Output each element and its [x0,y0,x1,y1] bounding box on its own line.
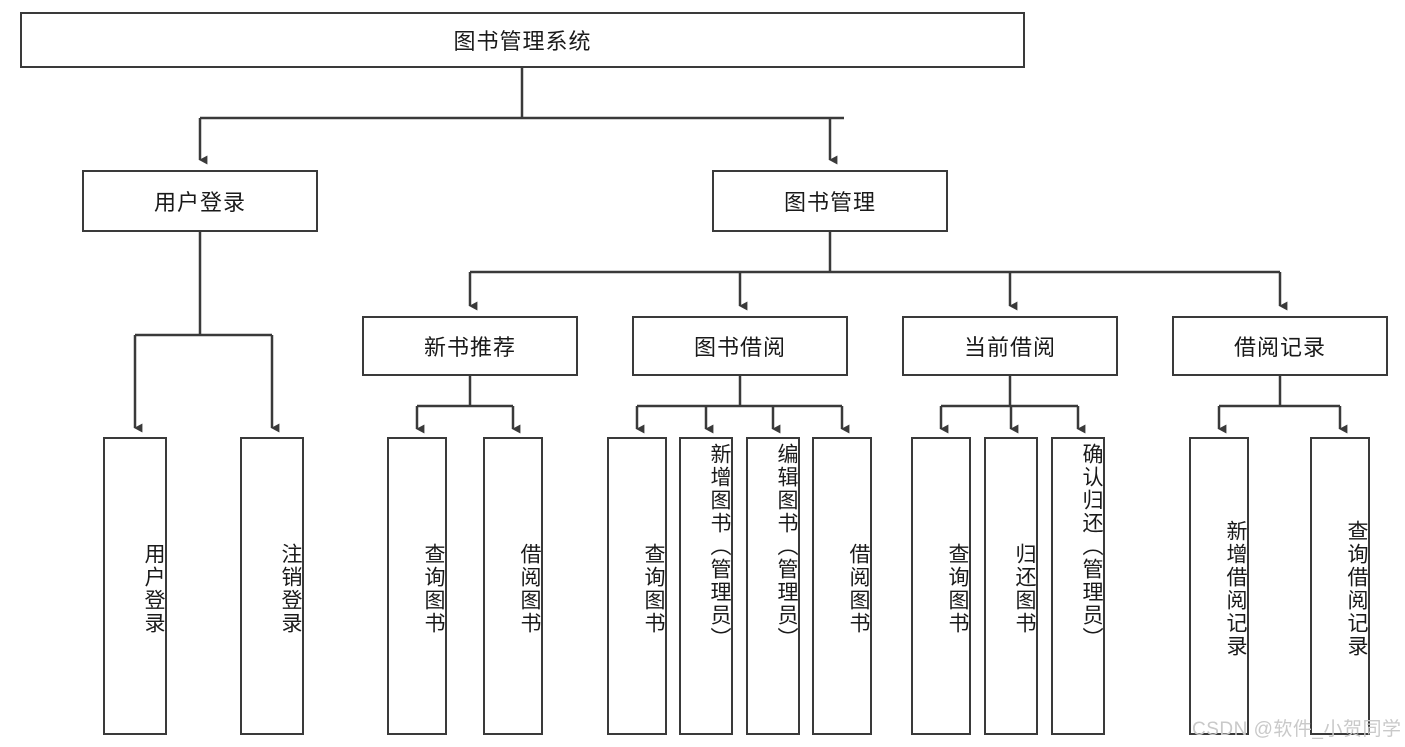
node-query-borrow-record[interactable]: 查询借阅记录 [1310,437,1370,735]
node-label: 查询图书 [422,543,445,635]
node-label: 查询图书 [642,543,665,635]
node-label: 查询图书 [946,543,969,635]
node-label: 用户登录 [153,190,246,215]
node-book-management[interactable]: 图书管理 [712,170,948,232]
node-label: 图书借阅 [693,335,786,360]
node-query-book-borrow[interactable]: 查询图书 [607,437,667,735]
csdn-watermark: CSDN @软件_小贺同学 [1192,719,1402,740]
node-label: 图书管理 [783,190,876,215]
node-add-borrow-record[interactable]: 新增借阅记录 [1189,437,1249,735]
node-label: 当前借阅 [963,335,1056,360]
node-label: 注销登录 [279,543,302,635]
node-borrow-record[interactable]: 借阅记录 [1172,316,1388,376]
node-user-login-action[interactable]: 用户登录 [103,437,167,735]
node-current-borrow[interactable]: 当前借阅 [902,316,1118,376]
node-add-book-admin[interactable]: 新增图书（管理员） [679,437,733,735]
node-label: 确认归还（管理员） [1080,443,1103,650]
node-edit-book-admin[interactable]: 编辑图书（管理员） [746,437,800,735]
node-label: 归还图书 [1013,543,1036,635]
node-label: 借阅图书 [847,543,870,635]
node-book-borrow[interactable]: 图书借阅 [632,316,848,376]
node-label: 借阅记录 [1233,335,1326,360]
node-label: 借阅图书 [518,543,541,635]
node-return-book[interactable]: 归还图书 [984,437,1038,735]
node-label: 新增图书（管理员） [708,443,731,650]
node-borrow-book-action[interactable]: 借阅图书 [812,437,872,735]
node-label: 新增借阅记录 [1224,520,1247,658]
node-user-login[interactable]: 用户登录 [82,170,318,232]
node-query-book-current[interactable]: 查询图书 [911,437,971,735]
node-logout-action[interactable]: 注销登录 [240,437,304,735]
node-label: 查询借阅记录 [1345,520,1368,658]
node-borrow-book-recommend[interactable]: 借阅图书 [483,437,543,735]
node-query-book-recommend[interactable]: 查询图书 [387,437,447,735]
node-book-management-system[interactable]: 图书管理系统 [20,12,1025,68]
node-label: 图书管理系统 [453,29,592,54]
node-confirm-return-admin[interactable]: 确认归还（管理员） [1051,437,1105,735]
node-label: 编辑图书（管理员） [775,443,798,650]
node-new-book-recommend[interactable]: 新书推荐 [362,316,578,376]
node-label: 新书推荐 [423,335,516,360]
node-label: 用户登录 [142,543,165,635]
